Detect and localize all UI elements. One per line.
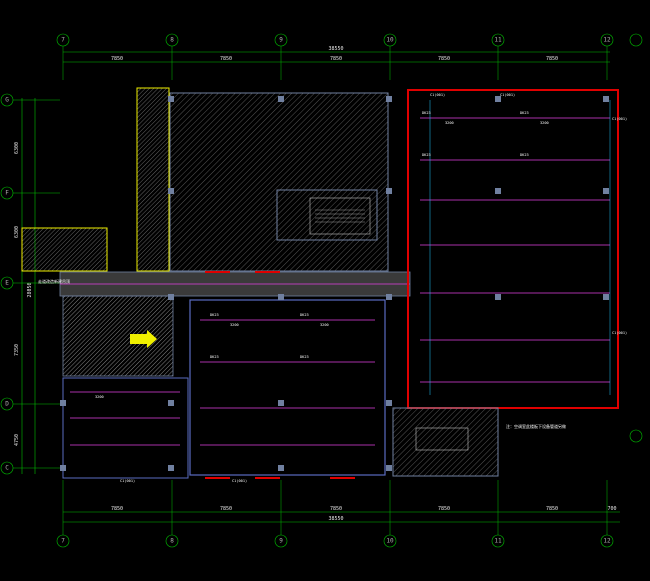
c-label-3: C1(001) xyxy=(612,117,627,121)
right-room-lines xyxy=(420,117,610,383)
left-seg-4: 4750 xyxy=(14,434,20,446)
bottom-seg-4: 7850 xyxy=(438,506,450,512)
axis-top-7: 7 xyxy=(61,37,65,44)
entry-arrow-icon xyxy=(130,330,157,348)
left-axis-markers: G F E D C xyxy=(0,93,14,475)
c-label-1: C1(001) xyxy=(430,93,445,97)
fixture-code-8: DK23 xyxy=(300,355,309,359)
left-axis-ticks xyxy=(13,99,60,469)
axis-top-9: 9 xyxy=(279,37,283,44)
stair-bottom-enclosure xyxy=(392,407,499,477)
axis-top-10: 10 xyxy=(386,37,394,44)
axis-bottom-10: 10 xyxy=(386,538,394,545)
fixture-code-4: DK23 xyxy=(520,153,529,157)
fixture-code-3: DK23 xyxy=(422,153,431,157)
fixture-code-6: DK23 xyxy=(300,313,309,317)
bottom-seg-3: 7850 xyxy=(330,506,342,512)
hatched-room-main xyxy=(169,92,389,272)
axis-top-12: 12 xyxy=(603,37,611,44)
dim-code-3: 3200 xyxy=(230,323,239,327)
stair-bottom-flight xyxy=(415,427,469,451)
bottom-total-dim: 38550 xyxy=(328,516,343,522)
dim-code-1: 3200 xyxy=(445,121,454,125)
yellow-strip-room xyxy=(136,87,170,272)
axis-bottom-12: 12 xyxy=(603,538,611,545)
top-seg-1: 7850 xyxy=(111,56,123,62)
corner-marker-right xyxy=(629,429,643,443)
fixture-code-7: DK23 xyxy=(210,355,219,359)
corridor-label: 走道改造新建吊顶 xyxy=(38,278,70,284)
top-dimension-group: 38550 7850 7850 7850 7850 7850 xyxy=(63,46,610,63)
right-room-cyan-lines xyxy=(429,100,611,395)
dim-code-4: 3200 xyxy=(320,323,329,327)
right-room-outline xyxy=(407,89,619,409)
red-wall-segments xyxy=(205,271,570,479)
left-seg-1: 6300 xyxy=(14,142,20,154)
top-seg-3: 7850 xyxy=(330,56,342,62)
axis-left-D: D xyxy=(5,401,9,408)
top-seg-5: 7850 xyxy=(546,56,558,62)
bottom-axis-ticks xyxy=(62,480,608,535)
left-total: 28050 xyxy=(27,282,33,297)
axis-bottom-7: 7 xyxy=(61,538,65,545)
axis-left-C: C xyxy=(5,465,9,472)
c-label-5: C1(001) xyxy=(120,479,135,483)
c-label-6: C1(001) xyxy=(232,479,247,483)
bottom-seg-1: 7850 xyxy=(111,506,123,512)
axis-top-11: 11 xyxy=(494,37,502,44)
corner-marker-top-right xyxy=(629,33,643,47)
axis-bottom-9: 9 xyxy=(279,538,283,545)
dim-code-2: 3200 xyxy=(540,121,549,125)
left-seg-2: 6300 xyxy=(14,226,20,238)
axis-left-F: F xyxy=(5,190,9,197)
c-label-2: C1(001) xyxy=(500,93,515,97)
left-dimension-group: 6300 6300 7350 4750 28050 xyxy=(14,98,36,474)
hatched-room-lower-left xyxy=(62,295,174,377)
stair-top-flight xyxy=(309,197,371,235)
bottom-dimension-group: 7850 7850 7850 7850 7850 700 38550 xyxy=(63,506,620,523)
lobby-note: 注：空调室此楼板下设备管道另做 xyxy=(506,423,566,429)
left-seg-3: 7350 xyxy=(14,344,20,356)
top-seg-4: 7850 xyxy=(438,56,450,62)
axis-bottom-11: 11 xyxy=(494,538,502,545)
bottom-seg-2: 7850 xyxy=(220,506,232,512)
axis-bottom-8: 8 xyxy=(170,538,174,545)
lower-mid-room xyxy=(189,299,386,476)
bottom-seg-5: 7850 xyxy=(546,506,558,512)
axis-top-8: 8 xyxy=(170,37,174,44)
columns xyxy=(60,96,609,471)
fixture-labels: DK23 DK23 DK23 DK23 DK23 DK23 DK23 DK23 xyxy=(210,111,529,359)
stair-top-enclosure xyxy=(276,189,378,241)
lower-left-rooms xyxy=(62,377,189,479)
top-axis-markers: 7 8 9 10 11 12 xyxy=(56,33,614,47)
bottom-seg-6: 700 xyxy=(607,506,616,512)
lower-left-lines xyxy=(70,391,180,446)
fixture-code-2: DK23 xyxy=(520,111,529,115)
c-label-4: C1(001) xyxy=(612,331,627,335)
top-seg-2: 7850 xyxy=(220,56,232,62)
dim-code-labels: 3200 3200 3200 3200 3200 xyxy=(95,121,549,399)
stair-top-treads xyxy=(315,209,365,223)
fixture-code-1: DK23 xyxy=(422,111,431,115)
top-total-dim: 38550 xyxy=(328,46,343,52)
bottom-axis-markers: 7 8 9 10 11 12 xyxy=(56,534,614,548)
axis-left-G: G xyxy=(5,97,9,104)
top-axis-ticks xyxy=(62,46,608,80)
dim-code-5: 3200 xyxy=(95,395,104,399)
fixture-code-5: DK23 xyxy=(210,313,219,317)
left-annex xyxy=(21,227,108,272)
axis-left-E: E xyxy=(5,280,9,287)
lower-mid-lines xyxy=(200,319,375,446)
